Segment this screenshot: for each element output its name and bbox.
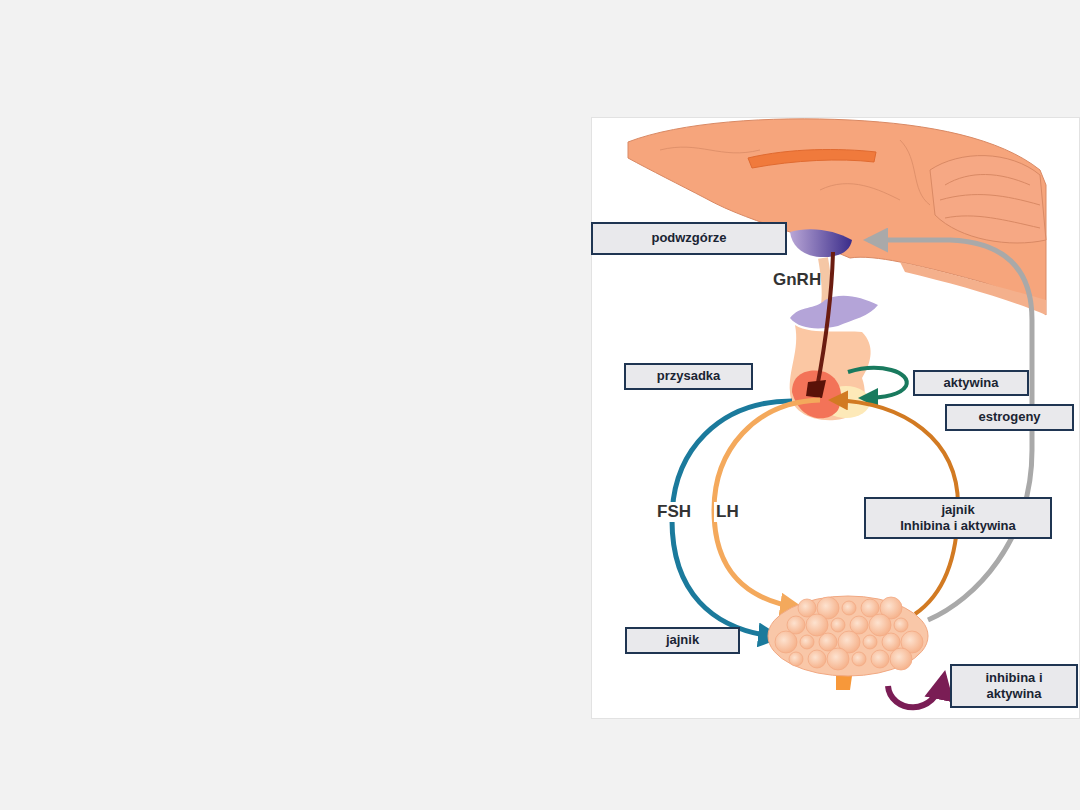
label-text: przysadka bbox=[657, 368, 721, 384]
hormone-label: LH bbox=[714, 502, 741, 522]
label-text: jajnik bbox=[666, 632, 699, 648]
follicle bbox=[789, 652, 803, 666]
brain-illustration bbox=[628, 119, 1046, 315]
label-box: estrogeny bbox=[945, 404, 1074, 431]
follicle bbox=[894, 618, 908, 632]
follicle bbox=[852, 652, 866, 666]
label-text: jajnik bbox=[941, 502, 974, 518]
hormone-label: FSH bbox=[655, 502, 693, 522]
label-text: estrogeny bbox=[978, 409, 1040, 425]
hormone-label: GnRH bbox=[771, 270, 823, 290]
follicle bbox=[869, 614, 891, 636]
label-box: przysadka bbox=[624, 363, 753, 390]
follicle bbox=[775, 631, 797, 653]
ovary-illustration bbox=[768, 596, 928, 690]
follicle bbox=[863, 635, 877, 649]
label-text: Inhibina i aktywina bbox=[900, 518, 1016, 534]
label-box: jajnikInhibina i aktywina bbox=[864, 497, 1052, 539]
follicle bbox=[831, 618, 845, 632]
follicle bbox=[842, 601, 856, 615]
follicle bbox=[871, 650, 889, 668]
label-box: aktywina bbox=[913, 370, 1029, 396]
label-text: inhibina i aktywina bbox=[958, 670, 1070, 703]
follicle bbox=[890, 648, 912, 670]
label-box: podwzgórze bbox=[591, 222, 787, 255]
follicle bbox=[827, 648, 849, 670]
follicle bbox=[808, 650, 826, 668]
label-box: inhibina i aktywina bbox=[950, 664, 1078, 708]
label-text: podwzgórze bbox=[651, 230, 726, 246]
follicle bbox=[806, 614, 828, 636]
label-box: jajnik bbox=[625, 627, 740, 654]
label-text: aktywina bbox=[944, 375, 999, 391]
follicle bbox=[800, 635, 814, 649]
